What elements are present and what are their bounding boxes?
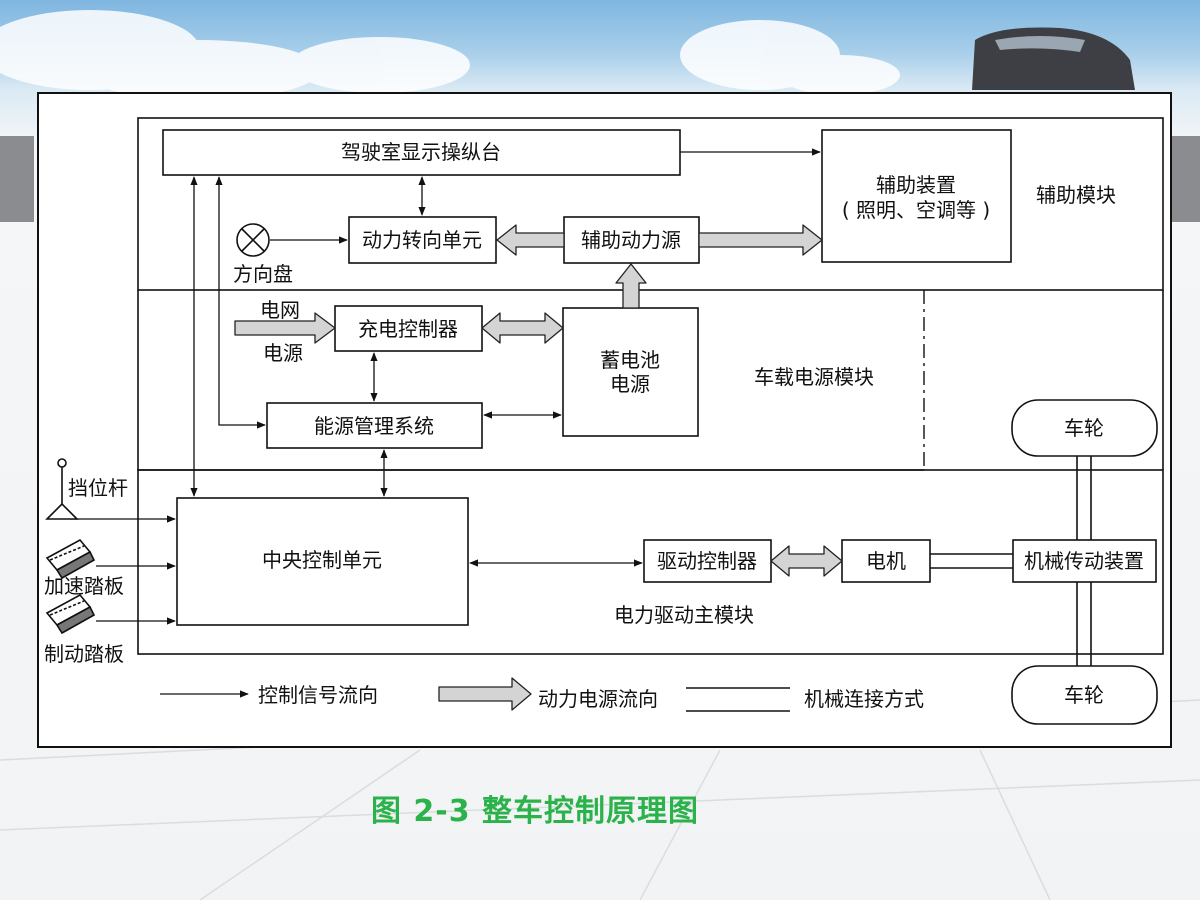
power-steering-label: 动力转向单元 xyxy=(362,228,482,252)
central-ctrl-box xyxy=(176,497,469,626)
steering-wheel-icon xyxy=(236,223,270,257)
cab-console-box xyxy=(162,129,681,176)
drive-module-region xyxy=(137,469,1164,655)
signal-arrows xyxy=(70,148,821,625)
aux-power-box xyxy=(563,216,700,264)
mech-trans-label: 机械传动装置 xyxy=(1024,549,1144,573)
charge-ctrl-box xyxy=(334,305,483,352)
central-ctrl-label: 中央控制单元 xyxy=(262,548,382,572)
ems-box xyxy=(266,402,483,449)
drive-ctrl-label: 驱动控制器 xyxy=(657,549,757,573)
aux-device-label-2: ( 照明、空调等 ) xyxy=(842,198,990,222)
wheel-top xyxy=(1011,399,1158,457)
brake-pedal-label: 制动踏板 xyxy=(44,642,124,666)
drive-ctrl-box xyxy=(643,539,772,583)
aux-power-label: 辅助动力源 xyxy=(581,228,681,252)
accel-pedal-label: 加速踏板 xyxy=(44,574,124,598)
gear-lever-icon xyxy=(45,458,79,520)
charge-ctrl-label: 充电控制器 xyxy=(358,317,458,341)
grid-label-2: 电源 xyxy=(263,341,303,365)
right-side-tab xyxy=(1172,136,1200,222)
legend-power-label: 动力电源流向 xyxy=(538,687,658,711)
battery-label-1: 蓄电池 xyxy=(600,348,660,372)
wheel-bottom xyxy=(1011,665,1158,725)
legend-signal-label: 控制信号流向 xyxy=(258,683,378,707)
mech-trans-box xyxy=(1012,539,1157,583)
power-steering-box xyxy=(348,216,497,264)
gear-lever-label: 挡位杆 xyxy=(68,476,128,500)
wheel-bottom-label: 车轮 xyxy=(1064,683,1104,707)
legend: 控制信号流向 动力电源流向 机械连接方式 xyxy=(160,677,924,712)
accel-pedal-icon xyxy=(45,538,96,580)
aux-device-box xyxy=(821,129,1012,263)
legend-power-arrow xyxy=(438,677,532,711)
car-image xyxy=(972,27,1135,90)
aux-device-label-1: 辅助装置 xyxy=(876,173,956,197)
grid-label-1: 电网 xyxy=(260,298,300,322)
ems-label: 能源管理系统 xyxy=(314,414,434,438)
power-flow-arrows xyxy=(234,224,843,577)
wheel-top-label: 车轮 xyxy=(1064,416,1104,440)
battery-label-2: 电源 xyxy=(610,372,650,396)
mechanical-links xyxy=(930,456,1092,666)
cloud-decoration xyxy=(0,10,900,100)
drive-module-label: 电力驱动主模块 xyxy=(614,603,754,627)
cab-console-label: 驾驶室显示操纵台 xyxy=(341,140,501,164)
battery-box xyxy=(562,307,699,437)
left-side-tab xyxy=(0,136,34,222)
brake-pedal-icon xyxy=(45,593,96,635)
power-module-label: 车载电源模块 xyxy=(754,365,874,389)
figure-caption: 图 2-3 整车控制原理图 xyxy=(370,794,700,829)
legend-mech-label: 机械连接方式 xyxy=(804,687,924,711)
motor-label: 电机 xyxy=(866,549,906,573)
aux-module-region xyxy=(137,117,1164,291)
steering-wheel-label: 方向盘 xyxy=(233,262,293,286)
aux-module-label: 辅助模块 xyxy=(1036,183,1116,207)
